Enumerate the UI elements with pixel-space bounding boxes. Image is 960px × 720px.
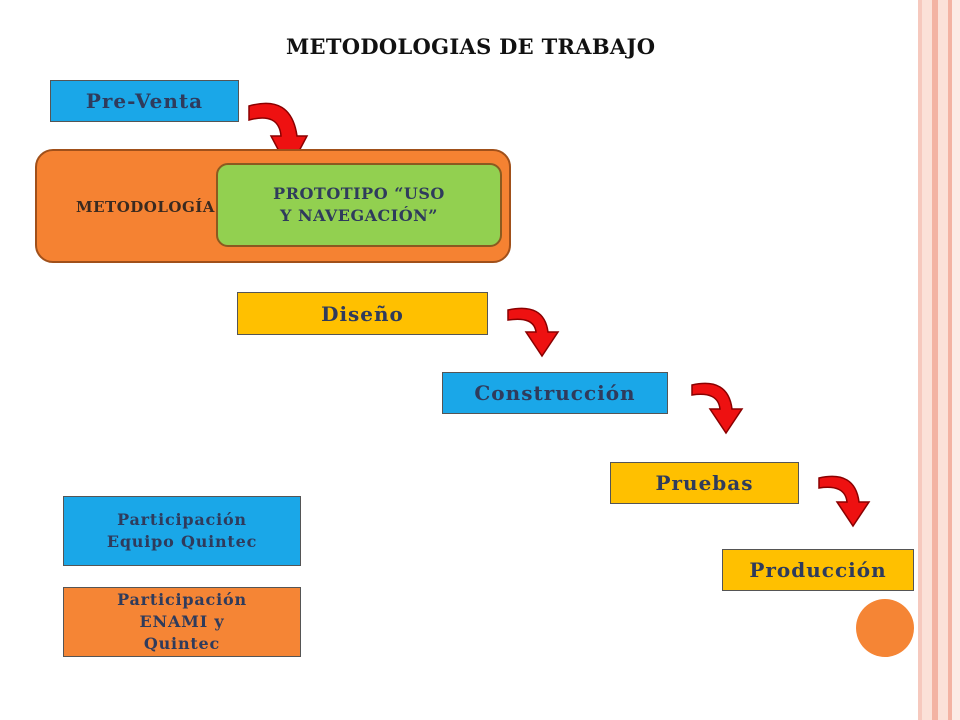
legend-line: ENAMI y <box>139 612 225 631</box>
border-stripe <box>932 0 938 720</box>
border-stripe <box>952 0 960 720</box>
step-produccion: Producción <box>722 549 914 591</box>
prototipo-box: PROTOTIPO “USO Y NAVEGACIÓN” <box>216 163 502 247</box>
step-label: Construcción <box>474 381 636 405</box>
legend-line: Participación <box>117 510 247 529</box>
step-label: Diseño <box>321 301 404 326</box>
orange-circle <box>856 599 914 657</box>
border-stripe <box>948 0 952 720</box>
step-pruebas: Pruebas <box>610 462 799 504</box>
page-title: METODOLOGIAS DE TRABAJO <box>286 34 656 59</box>
border-stripe <box>938 0 948 720</box>
prototipo-line: PROTOTIPO “USO <box>273 184 445 203</box>
curved-arrow-icon <box>691 382 744 435</box>
legend-enami: Participación ENAMI y Quintec <box>63 587 301 657</box>
step-preventa: Pre-Venta <box>50 80 239 122</box>
border-stripe <box>922 0 932 720</box>
metodologia-label: METODOLOGÍA <box>76 198 215 216</box>
legend-line: Quintec <box>143 634 221 653</box>
step-label: Pre-Venta <box>85 89 204 113</box>
step-construccion: Construcción <box>442 372 668 414</box>
curved-arrow-icon <box>507 307 560 358</box>
legend-line: Equipo Quintec <box>106 532 258 551</box>
border-stripe <box>918 0 922 720</box>
step-label: Pruebas <box>655 471 754 495</box>
curved-arrow-icon <box>818 475 871 528</box>
step-label: Producción <box>749 558 887 582</box>
prototipo-line: Y NAVEGACIÓN” <box>279 206 439 225</box>
legend-line: Participación <box>117 590 247 609</box>
legend-quintec: Participación Equipo Quintec <box>63 496 301 566</box>
step-diseno: Diseño <box>237 292 488 335</box>
